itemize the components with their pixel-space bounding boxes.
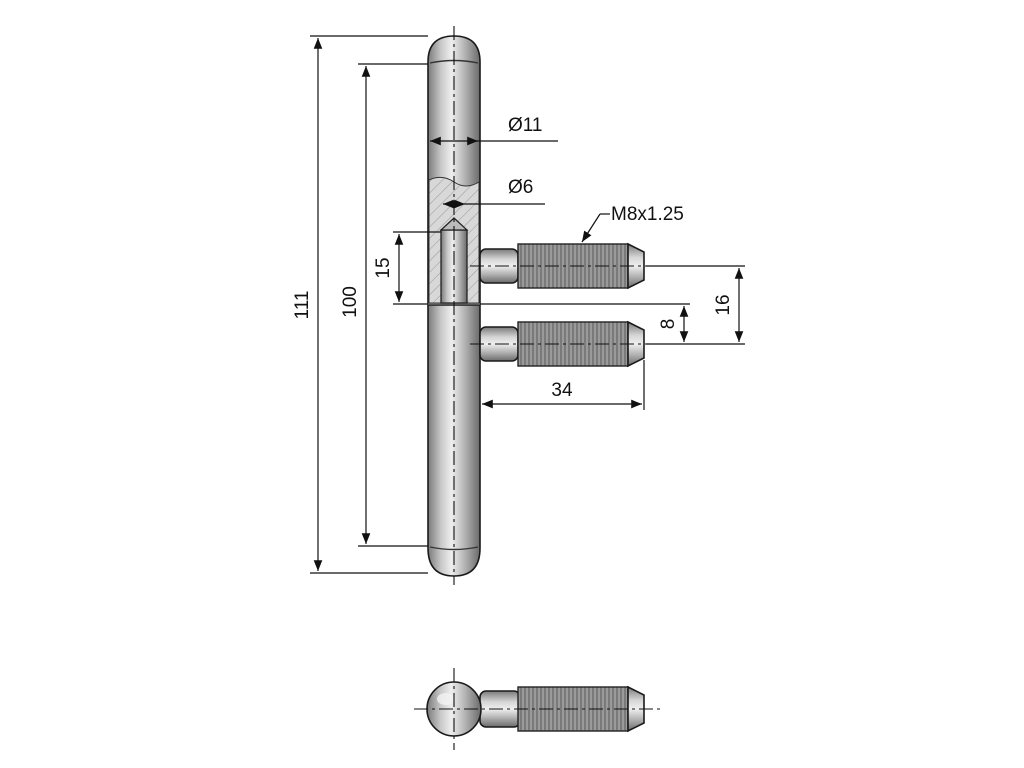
dim-pin-spacing: 8 [658,319,679,330]
dim-pin-length: 34 [551,380,573,401]
dim-thread-spec: M8x1.25 [611,204,684,225]
dim-diameter-body: Ø11 [508,115,543,136]
dim-diameter-bore: Ø6 [508,177,533,198]
dim-body-length: 100 [340,286,361,318]
bore-hole [440,229,468,304]
dim-bore-depth: 15 [373,257,394,278]
bottom-cap-line [429,546,479,551]
dim-overall-length: 111 [292,291,313,320]
top-view [414,668,660,750]
dimensions: 111 100 Ø11 Ø6 M8x1.25 15 16 8 [292,35,745,574]
main-view [427,26,660,585]
dim-pin-offset: 16 [713,294,734,315]
